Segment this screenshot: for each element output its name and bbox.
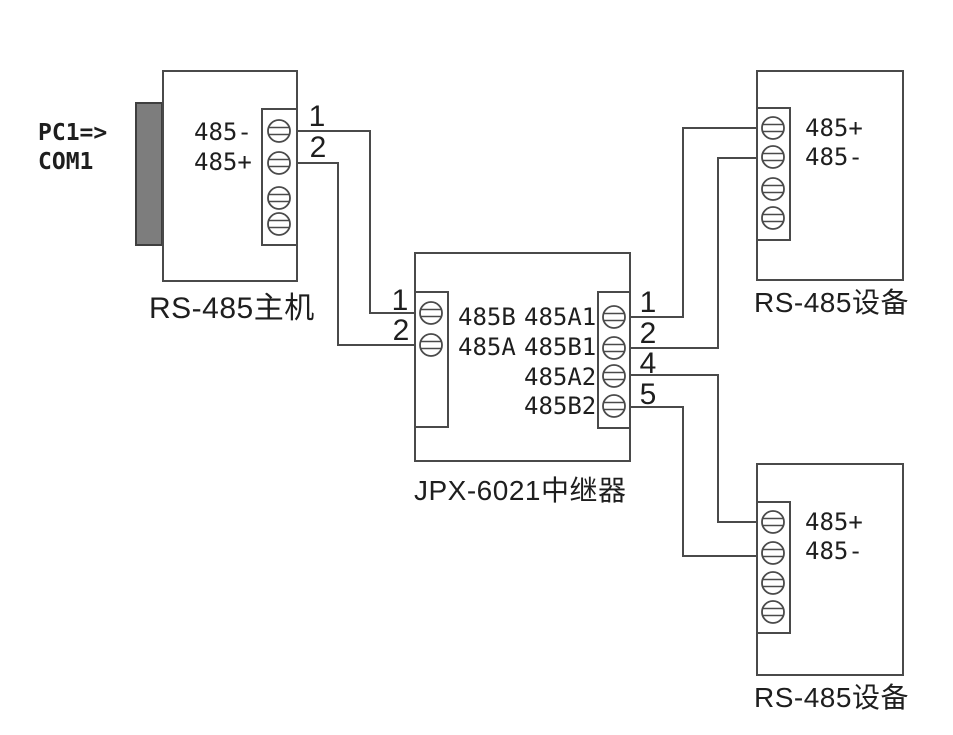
- repeater-left-wire-number-2: 2: [392, 314, 410, 347]
- screw-terminal-icon: [761, 541, 785, 565]
- device-bottom-title: RS-485设备: [754, 682, 909, 713]
- screw-terminal-icon: [761, 116, 785, 140]
- host-terminal-label-485-minus: 485-: [194, 118, 252, 146]
- repeater-right-wire-number-2: 2: [639, 317, 657, 350]
- repeater-right-wire-number-5: 5: [639, 378, 657, 411]
- repeater-title: JPX-6021中继器: [414, 475, 627, 506]
- screw-terminal-icon: [761, 571, 785, 595]
- screw-terminal-icon: [761, 206, 785, 230]
- pc-port-label-line1: PC1=>: [38, 120, 108, 146]
- device-bottom-terminal-label-485-plus: 485+: [805, 508, 863, 536]
- screw-terminal-icon: [761, 145, 785, 169]
- device-top-title: RS-485设备: [754, 287, 909, 318]
- repeater-terminal-label-485a1: 485A1: [524, 303, 597, 331]
- screw-terminal-icon: [419, 333, 443, 357]
- repeater-terminal-label-485b: 485B: [458, 303, 516, 331]
- screw-terminal-icon: [602, 394, 626, 418]
- screw-terminal-icon: [419, 301, 443, 325]
- wire-host-2-to-repeater-2: [297, 162, 415, 346]
- screw-terminal-icon: [602, 336, 626, 360]
- repeater-terminal-label-485a2: 485A2: [524, 363, 597, 391]
- repeater-terminal-label-485b2: 485B2: [524, 392, 597, 420]
- repeater-left-wire-number-1: 1: [391, 284, 409, 317]
- screw-terminal-icon: [267, 212, 291, 236]
- host-terminal-label-485-plus: 485+: [194, 148, 252, 176]
- pc-com-connector: [135, 102, 163, 246]
- screw-terminal-icon: [267, 186, 291, 210]
- host-wire-number-1: 1: [308, 100, 326, 133]
- device-top-terminal-label-485-minus: 485-: [805, 143, 863, 171]
- host-wire-number-2: 2: [309, 131, 327, 164]
- wire-repeater-5-to-device-bottom-minus: [630, 406, 758, 557]
- repeater-right-wire-number-1: 1: [639, 286, 657, 319]
- screw-terminal-icon: [761, 510, 785, 534]
- screw-terminal-icon: [267, 151, 291, 175]
- repeater-terminal-label-485b1: 485B1: [524, 333, 597, 361]
- repeater-right-wire-number-4: 4: [639, 347, 657, 380]
- host-title: RS-485主机: [149, 292, 315, 325]
- device-top-terminal-label-485-plus: 485+: [805, 114, 863, 142]
- screw-terminal-icon: [602, 305, 626, 329]
- pc-port-label-line2: COM1: [38, 149, 94, 175]
- wire-repeater-4-to-device-bottom-plus: [630, 374, 758, 523]
- wire-host-1-to-repeater-1: [297, 130, 415, 314]
- screw-terminal-icon: [761, 600, 785, 624]
- screw-terminal-icon: [602, 364, 626, 388]
- repeater-box-outline: [414, 252, 631, 462]
- device-bottom-terminal-label-485-minus: 485-: [805, 537, 863, 565]
- wire-repeater-1-to-device-top-plus: [630, 127, 758, 318]
- screw-terminal-icon: [267, 119, 291, 143]
- wire-repeater-2-to-device-top-minus: [630, 157, 758, 349]
- pc-port-label: PC1=> COM1: [38, 119, 107, 177]
- repeater-terminal-label-485a: 485A: [458, 333, 516, 361]
- screw-terminal-icon: [761, 177, 785, 201]
